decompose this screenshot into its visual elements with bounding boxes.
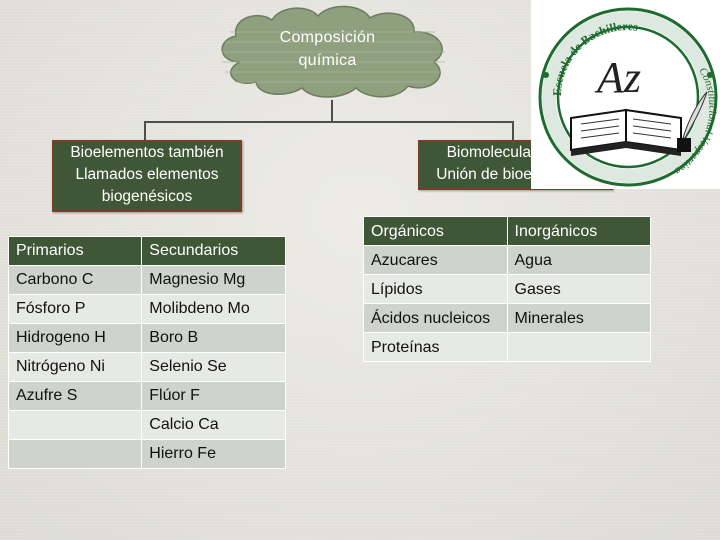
table-cell: Molibdeno Mo <box>141 294 286 324</box>
column-header: Primarios <box>7 236 143 266</box>
table-cell: Calcio Ca <box>141 410 286 440</box>
column-header: Secundarios <box>141 236 286 266</box>
title-cloud <box>221 5 445 98</box>
column-header: Orgánicos <box>363 216 508 246</box>
bioelements-box: Bioelementos también Llamados elementos … <box>52 140 242 212</box>
table-cell: Carbono C <box>7 265 143 295</box>
biomolecules-table: Orgánicos Inorgánicos Azucares Agua Lípi… <box>363 216 651 362</box>
table-cell <box>7 439 143 469</box>
table-cell: Agua <box>506 245 651 275</box>
table-cell <box>506 332 651 362</box>
table-cell: Azufre S <box>7 381 143 411</box>
logo-monogram: Az <box>594 53 641 102</box>
table-cell: Magnesio Mg <box>141 265 286 295</box>
table-row: Azufre S Flúor F <box>7 381 286 411</box>
table-row: Ácidos nucleicos Minerales <box>363 303 651 333</box>
title-line-1: Composición <box>279 29 376 46</box>
table-header-row: Orgánicos Inorgánicos <box>363 216 651 246</box>
table-cell: Flúor F <box>141 381 286 411</box>
table-cell: Hidrogeno H <box>7 323 143 353</box>
table-cell: Boro B <box>141 323 286 353</box>
table-row: Hierro Fe <box>7 439 286 469</box>
table-row: Fósforo P Molibdeno Mo <box>7 294 286 324</box>
school-logo: Escuela de Bachilleres Constitucional Ve… <box>531 0 720 189</box>
column-header: Inorgánicos <box>506 216 651 246</box>
school-seal-icon: Escuela de Bachilleres Constitucional Ve… <box>538 7 719 187</box>
connector-right <box>512 121 514 141</box>
table-row: Hidrogeno H Boro B <box>7 323 286 353</box>
title-text: Composición química <box>210 26 445 72</box>
table-cell: Ácidos nucleicos <box>363 303 508 333</box>
table-cell: Hierro Fe <box>141 439 286 469</box>
table-row: Lípidos Gases <box>363 274 651 304</box>
title-line-2: química <box>298 52 357 69</box>
bioelements-line-3: biogenésicos <box>101 188 193 205</box>
table-row: Nitrógeno Ni Selenio Se <box>7 352 286 382</box>
table-cell: Lípidos <box>363 274 508 304</box>
table-cell: Selenio Se <box>141 352 286 382</box>
connector-vertical-center <box>331 100 333 122</box>
table-cell: Nitrógeno Ni <box>7 352 143 382</box>
table-row: Azucares Agua <box>363 245 651 275</box>
bioelements-line-1: Bioelementos también <box>70 144 224 161</box>
bioelements-line-2: Llamados elementos <box>75 166 219 183</box>
connector-horizontal <box>144 121 514 123</box>
connector-left <box>144 121 146 141</box>
table-row: Proteínas <box>363 332 651 362</box>
bioelements-table: Primarios Secundarios Carbono C Magnesio… <box>7 236 286 469</box>
table-cell: Gases <box>506 274 651 304</box>
table-cell: Fósforo P <box>7 294 143 324</box>
table-row: Calcio Ca <box>7 410 286 440</box>
table-cell <box>7 410 143 440</box>
table-cell: Minerales <box>506 303 651 333</box>
table-cell: Azucares <box>363 245 508 275</box>
table-row: Carbono C Magnesio Mg <box>7 265 286 295</box>
table-header-row: Primarios Secundarios <box>7 236 286 266</box>
table-cell: Proteínas <box>363 332 508 362</box>
